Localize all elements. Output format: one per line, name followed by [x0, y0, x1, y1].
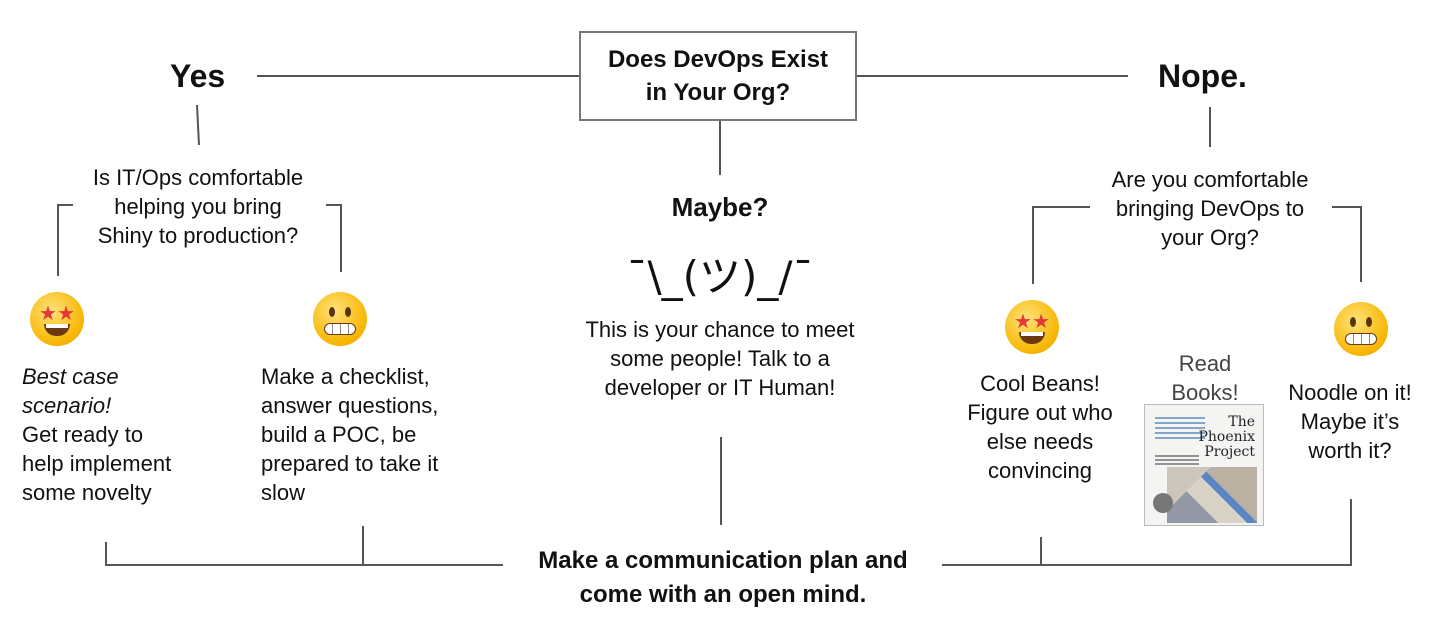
line-nope-question-right [1332, 206, 1362, 282]
yes-left-italic-text: Best case scenario! [22, 364, 119, 418]
grimace-teeth [324, 323, 356, 335]
book-illustration [1167, 467, 1257, 523]
star-struck-icon: ★ ★ [1005, 300, 1059, 354]
line-bottom-left [105, 542, 503, 566]
line-yes-to-question [196, 104, 200, 146]
yes-label: Yes [170, 58, 226, 94]
book-subtitle-lines [1155, 417, 1205, 439]
nope-right-text: Noodle on it! Maybe it’s worth it? [1288, 380, 1412, 463]
shrug-emoticon: ¯\_(ツ)_/¯ [626, 252, 814, 301]
conclusion-text: Make a communication plan and come with … [538, 547, 908, 608]
phoenix-project-book-cover: The Phoenix Project [1144, 404, 1264, 526]
book-badge-icon [1153, 493, 1173, 513]
smile-mouth [44, 324, 70, 336]
book-authors-lines [1155, 455, 1199, 465]
nope-question: Are you comfortable bringing DevOps to y… [1111, 167, 1309, 250]
grimace-teeth [1345, 333, 1377, 345]
grimacing-face-icon [1334, 302, 1388, 356]
yes-left-text: Get ready to help implement some novelty [22, 422, 172, 505]
yes-right-text: Make a checklist, answer questions, buil… [261, 364, 439, 505]
read-books-label: Read Books! [1171, 351, 1239, 405]
star-struck-icon: ★ ★ [30, 292, 84, 346]
yes-question: Is IT/Ops comfortable helping you bring … [92, 165, 304, 248]
line-yes-question-left [57, 204, 73, 276]
nope-label: Nope. [1158, 58, 1247, 94]
star-eye-icon: ★ [1014, 311, 1032, 333]
line-nope-question-left [1032, 206, 1090, 284]
nope-left-text: Cool Beans! Figure out who else needs co… [967, 371, 1113, 483]
maybe-label: Maybe? [671, 192, 769, 222]
smile-mouth [1019, 332, 1045, 344]
line-bottom-right [942, 499, 1352, 566]
star-eye-icon: ★ [1032, 311, 1050, 333]
grimacing-face-icon [313, 292, 367, 346]
line-yes-question-right [326, 204, 342, 272]
root-question-box: Does DevOps Exist in Your Org? [579, 31, 857, 121]
book-title: The Phoenix Project [1198, 414, 1255, 460]
star-eye-icon: ★ [39, 303, 57, 325]
star-eye-icon: ★ [57, 303, 75, 325]
maybe-text: This is your chance to meet some people!… [585, 317, 855, 400]
